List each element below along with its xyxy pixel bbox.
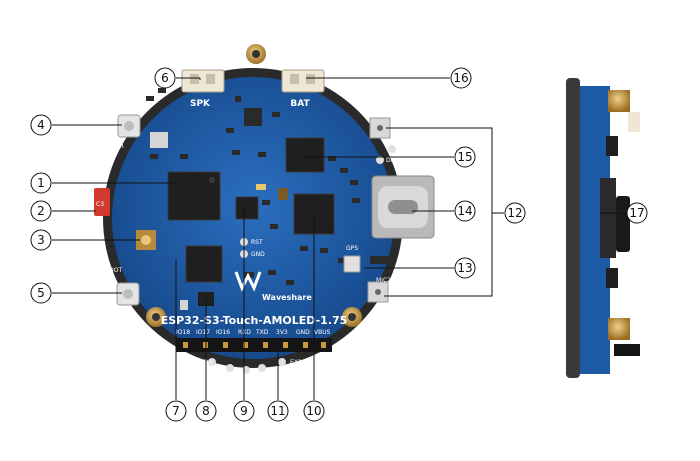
- pin-label-ex1: EX1: [266, 367, 278, 374]
- callout-10-num: 10: [306, 404, 321, 418]
- callout-14-num: 14: [457, 204, 472, 218]
- pin-label-2: IO16: [216, 329, 230, 336]
- callout-2-num: 2: [37, 204, 45, 218]
- waveshare-logo: Waveshare: [234, 271, 312, 302]
- callout-5: 5: [30, 282, 52, 304]
- callout-16-num: 16: [453, 71, 468, 85]
- flash-chip: [185, 245, 223, 283]
- callout-11: 11: [267, 400, 289, 422]
- callout-9: 9: [233, 400, 255, 422]
- dp-label: DP: [398, 146, 407, 153]
- mic2: MIC2: [367, 277, 391, 303]
- pin-label-ex2: EX2: [290, 359, 302, 366]
- ground-pad-label: GND: [251, 251, 265, 258]
- callout-13: 13: [454, 257, 476, 279]
- callout-4-num: 4: [37, 118, 45, 132]
- side-connector: [616, 196, 630, 252]
- codec-chip: [285, 137, 325, 173]
- callout-1-num: 1: [37, 176, 45, 190]
- sensor-chip: [136, 230, 156, 250]
- main-soc: [167, 171, 221, 221]
- callout-8: 8: [195, 400, 217, 422]
- callout-13-num: 13: [457, 261, 472, 275]
- mounting-holes: [146, 44, 362, 327]
- crystal: [256, 184, 266, 190]
- callout-1: 1: [30, 172, 52, 194]
- callout-17-num: 17: [629, 206, 644, 220]
- callout-8-num: 8: [202, 404, 210, 418]
- callout-10: 10: [303, 400, 325, 422]
- board-side-view: [566, 78, 640, 378]
- gps-pad: GPS: [343, 245, 361, 273]
- board-front-view: SPK BAT PWR BOOT C3: [94, 44, 435, 382]
- mic1-label: MIC1: [366, 109, 381, 116]
- callout-15: 15: [454, 146, 476, 168]
- callout-7: 7: [165, 400, 187, 422]
- mic2-label: MIC2: [376, 277, 391, 284]
- speaker-label: SPK: [190, 99, 211, 109]
- model-name: ESP32-S3-Touch-AMOLED-1.75: [161, 314, 348, 327]
- pin-label-5: 3V3: [276, 329, 288, 336]
- dn-label: DN: [386, 157, 395, 164]
- callout-15-num: 15: [457, 150, 472, 164]
- speaker-connector: SPK: [181, 69, 225, 109]
- side-body: [566, 78, 580, 378]
- reset-pad-label: RST: [251, 239, 263, 246]
- boot-button-label: BOOT: [105, 267, 122, 274]
- battery-holder-label: C3: [96, 201, 104, 208]
- battery-label: BAT: [290, 99, 310, 109]
- pin-header-top-labels: IO18 IO17 IO16 RXD TXD 3V3 GND VBUS: [176, 329, 331, 336]
- usb-data-pads: DP DN: [376, 145, 407, 164]
- pin-label-sda: SDA: [200, 359, 213, 366]
- reset-pad: RST: [240, 238, 263, 246]
- callout-6-num: 6: [161, 71, 169, 85]
- power-button-label: PWR: [110, 143, 124, 150]
- callout-5-num: 5: [37, 286, 45, 300]
- pin-label-0: IO18: [176, 329, 190, 336]
- pin-label-6: GND: [296, 329, 310, 336]
- callout-17: 17: [626, 202, 648, 224]
- usb-c-connector: [371, 175, 435, 239]
- callout-7-num: 7: [172, 404, 180, 418]
- callout-6: 6: [154, 67, 176, 89]
- leader-lines: [52, 77, 626, 400]
- pin-label-1: IO17: [196, 329, 210, 336]
- power-button: PWR: [110, 114, 141, 150]
- boot-button: BOOT: [105, 267, 140, 306]
- callout-12: 12: [504, 202, 526, 224]
- mic1: MIC1: [366, 109, 391, 139]
- callout-4: 4: [30, 114, 52, 136]
- pin-header-bottom-pads: [208, 358, 286, 374]
- io-expander-chip: [235, 196, 259, 220]
- gps-label: GPS: [346, 245, 358, 252]
- callout-9-num: 9: [240, 404, 248, 418]
- pin-label-exio: EXIO: [250, 375, 265, 382]
- pin-label-3: RXD: [238, 329, 251, 336]
- pin-label-7: VBUS: [314, 329, 331, 336]
- callout-3: 3: [30, 229, 52, 251]
- callout-14: 14: [454, 200, 476, 222]
- battery-connector: BAT: [281, 69, 325, 109]
- callouts: 1 2 3 4 5 6 16 15 14 13 12 17 7 8 9 11 1…: [30, 67, 648, 422]
- callout-2: 2: [30, 200, 52, 222]
- brand-label: Waveshare: [262, 293, 312, 302]
- callout-11-num: 11: [270, 404, 285, 418]
- inductor: [278, 188, 288, 200]
- callout-16: 16: [450, 67, 472, 89]
- callout-3-num: 3: [37, 233, 45, 247]
- battery-holder: C3: [94, 188, 110, 216]
- pin-label-4: TXD: [255, 329, 269, 336]
- pin-label-scl: SCL: [234, 369, 246, 376]
- callout-12-num: 12: [507, 206, 522, 220]
